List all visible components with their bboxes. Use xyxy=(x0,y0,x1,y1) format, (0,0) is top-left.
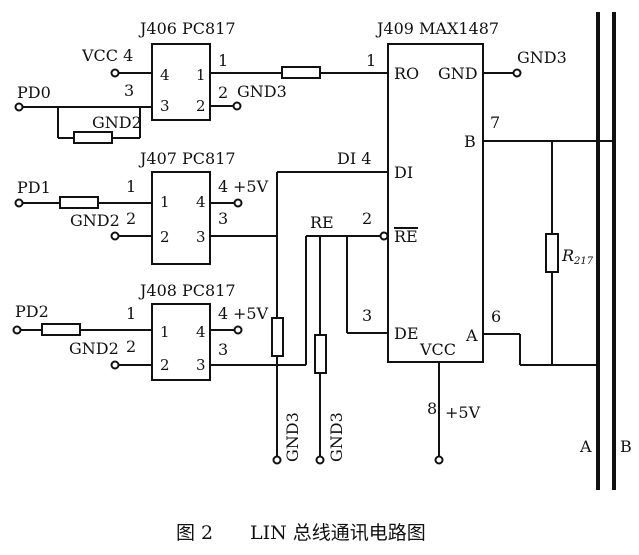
optocoupler-j406: J406 PC817 4 3 1 2 VCC 4 3 PD0 GND2 1 2 … xyxy=(14,19,388,144)
bus-label-a: A xyxy=(579,437,592,456)
j406-gnd3-terminal xyxy=(232,101,242,111)
b-pin-number: 7 xyxy=(490,113,500,132)
j406-pin3: 3 xyxy=(160,97,170,115)
optocoupler-j408: J408 PC817 1 2 4 3 PD2 1 GND2 2 4 +5V 3 xyxy=(12,281,306,381)
b-pin-name: B xyxy=(464,132,476,151)
j408-left-pin2: 2 xyxy=(126,337,136,356)
transceiver-j409: J409 MAX1487 RO 1 DI RE DE GND B A VCC G… xyxy=(366,19,614,465)
ro-series-resistor xyxy=(281,66,321,79)
pd0-label: PD0 xyxy=(17,83,51,102)
j407-right-pin4: 4 xyxy=(218,177,228,196)
j408-gnd2-label: GND2 xyxy=(69,339,119,358)
ro-pin-number: 1 xyxy=(366,51,376,70)
j409-gnd3-label: GND3 xyxy=(517,48,567,67)
j408-vcc-label: +5V xyxy=(233,304,269,323)
pd0-terminal xyxy=(14,102,24,112)
vcc-pin-number: 8 xyxy=(427,399,437,418)
pd2-terminal xyxy=(12,325,22,335)
pd1-label: PD1 xyxy=(17,178,51,197)
gnd3-label-2: GND3 xyxy=(327,412,346,462)
j407-pin1: 1 xyxy=(160,193,170,211)
gnd-pin-name: GND xyxy=(438,64,478,83)
j407-gnd2-label: GND2 xyxy=(70,211,120,230)
r217-resistor xyxy=(545,233,559,273)
pd2-resistor xyxy=(41,323,81,336)
j409-vcc-net: +5V xyxy=(445,403,481,422)
j408-right-pin4: 4 xyxy=(218,304,228,323)
a-pin-name: A xyxy=(465,326,478,345)
gnd3-terminal-1 xyxy=(272,455,282,465)
lin-bus: A B xyxy=(579,12,632,490)
gnd3-terminal-2 xyxy=(315,455,325,465)
j407-pin4: 4 xyxy=(196,193,206,211)
j406-body xyxy=(151,43,211,121)
j406-pin2: 2 xyxy=(196,97,206,115)
j406-gnd2-resistor xyxy=(73,131,113,144)
figure-caption: 图 2 LIN 总线通讯电路图 xyxy=(176,522,426,544)
j408-vcc-terminal xyxy=(233,325,243,335)
j406-vcc-terminal xyxy=(110,68,120,78)
re-net-label: RE xyxy=(310,213,334,232)
pd1-terminal xyxy=(14,198,24,208)
j406-gnd3-label: GND3 xyxy=(237,82,287,101)
re-inversion-bubble xyxy=(379,231,389,241)
j408-pin4: 4 xyxy=(196,323,206,341)
j407-vcc-terminal xyxy=(233,198,243,208)
middle-wiring: DI 4 GND3 RE 2 GND3 3 xyxy=(271,149,388,465)
j407-body xyxy=(151,171,211,265)
j406-gnd2-label: GND2 xyxy=(92,113,142,132)
j407-pin3: 3 xyxy=(196,228,206,246)
a-pin-number: 6 xyxy=(491,307,501,326)
di-pull-resistor xyxy=(271,317,284,357)
caption-title: LIN 总线通讯电路图 xyxy=(250,522,426,544)
j407-left-pin1: 1 xyxy=(126,177,136,196)
r217-label: R217 xyxy=(561,246,594,267)
j409-gnd3-terminal xyxy=(512,68,522,78)
ro-pin-name: RO xyxy=(394,64,419,83)
j406-top-pin-number: 3 xyxy=(124,81,134,100)
j408-title: J408 PC817 xyxy=(138,281,236,300)
di-pin-label: DI 4 xyxy=(337,149,371,168)
j406-vcc-label: VCC 4 xyxy=(81,46,133,65)
j408-pin1: 1 xyxy=(160,323,170,341)
j407-left-pin2: 2 xyxy=(126,209,136,228)
j408-right-pin3: 3 xyxy=(218,340,228,359)
j406-out-pin-number: 1 xyxy=(218,51,228,70)
bus-label-b: B xyxy=(620,437,632,456)
re-pin-number: 2 xyxy=(362,209,372,228)
j409-body xyxy=(387,43,484,363)
pd1-resistor xyxy=(59,196,99,209)
di-pin-name: DI xyxy=(394,163,413,182)
caption-figure-number: 图 2 xyxy=(176,522,213,544)
j406-pin1: 1 xyxy=(196,66,206,84)
j406-gnd-pin-number: 2 xyxy=(218,83,228,102)
j407-title: J407 PC817 xyxy=(138,149,236,168)
vcc-pin-name: VCC xyxy=(419,340,456,359)
j406-pin4: 4 xyxy=(160,66,170,84)
de-pin-number: 3 xyxy=(362,306,372,325)
re-pull-resistor xyxy=(314,334,327,374)
pd2-label: PD2 xyxy=(15,302,49,321)
j408-pin2: 2 xyxy=(160,356,170,374)
j409-title: J409 MAX1487 xyxy=(375,19,499,38)
j408-left-pin1: 1 xyxy=(126,304,136,323)
j408-gnd2-terminal xyxy=(110,360,120,370)
re-pin-name: RE xyxy=(394,227,418,246)
de-pin-name: DE xyxy=(394,324,419,343)
j409-vcc-terminal xyxy=(434,455,444,465)
j407-pin2: 2 xyxy=(160,228,170,246)
j407-right-pin3: 3 xyxy=(218,209,228,228)
gnd3-label-1: GND3 xyxy=(283,412,302,462)
optocoupler-j407: J407 PC817 1 2 4 3 PD1 1 GND2 2 4 +5V 3 xyxy=(14,149,277,265)
j407-gnd2-terminal xyxy=(110,231,120,241)
j407-vcc-label: +5V xyxy=(233,177,269,196)
j408-body xyxy=(151,303,211,381)
j408-pin3: 3 xyxy=(196,356,206,374)
j406-title: J406 PC817 xyxy=(138,19,236,38)
